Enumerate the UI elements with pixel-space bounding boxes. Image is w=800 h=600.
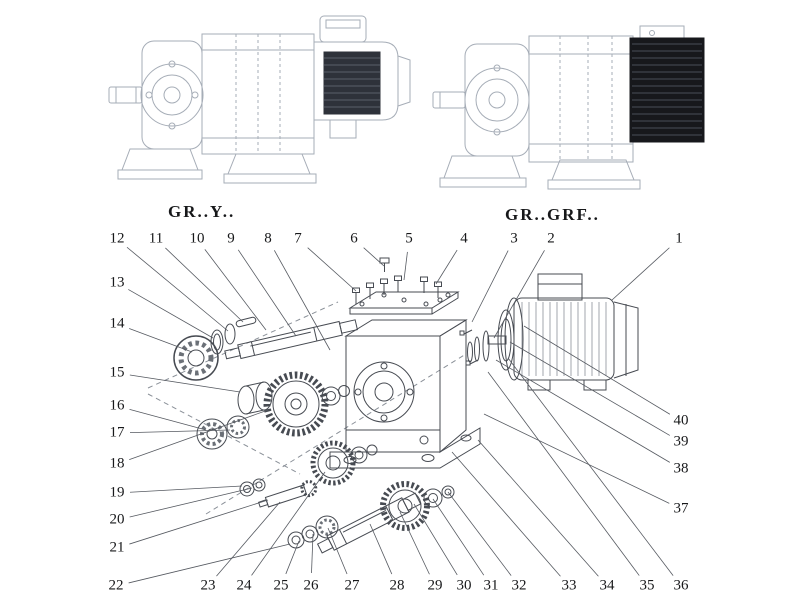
leader-line-9 (237, 249, 297, 337)
part-number-35: 35 (639, 577, 655, 594)
leader-line-32 (447, 491, 512, 576)
leader-line-1 (611, 247, 670, 301)
leader-line-12 (126, 246, 229, 332)
leader-line-17 (129, 429, 231, 434)
part-number-27: 27 (344, 577, 360, 594)
leader-line-31 (432, 498, 485, 576)
leader-line-35 (487, 371, 640, 576)
motor-assembly (459, 273, 639, 391)
part-number-17: 17 (109, 424, 125, 441)
part-number-1: 1 (675, 230, 683, 247)
part-number-37: 37 (673, 500, 689, 517)
leader-line-25 (285, 540, 300, 575)
leader-line-39 (509, 341, 670, 436)
leader-line-11 (165, 247, 244, 323)
part-number-15: 15 (109, 364, 125, 381)
leader-line-19 (129, 485, 243, 493)
part-number-12: 12 (109, 230, 125, 247)
leader-line-4 (435, 249, 458, 285)
part-number-20: 20 (109, 511, 125, 528)
part-number-6: 6 (350, 230, 358, 247)
part-number-33: 33 (561, 577, 577, 594)
leader-line-34 (477, 439, 599, 577)
leader-line-27 (327, 527, 348, 575)
cover-bolts (352, 257, 442, 304)
part-number-16: 16 (109, 397, 125, 414)
part-number-9: 9 (227, 230, 235, 247)
part-number-22: 22 (108, 577, 124, 594)
part-number-26: 26 (303, 577, 319, 594)
leader-line-18 (129, 409, 269, 460)
exploded-view-drawing (126, 246, 674, 584)
part-number-13: 13 (109, 274, 125, 291)
part-number-21: 21 (109, 539, 125, 556)
leader-line-26 (311, 533, 314, 574)
part-number-10: 10 (189, 230, 205, 247)
part-number-38: 38 (673, 460, 689, 477)
leader-line-28 (369, 523, 393, 575)
leader-line-15 (129, 374, 241, 393)
part-number-31: 31 (483, 577, 499, 594)
input-shaft-assembly (173, 316, 358, 415)
part-number-36: 36 (673, 577, 689, 594)
part-number-29: 29 (427, 577, 443, 594)
part-number-5: 5 (405, 230, 413, 247)
part-number-34: 34 (599, 577, 615, 594)
part-number-25: 25 (273, 577, 289, 594)
part-number-24: 24 (236, 577, 252, 594)
leader-line-10 (204, 249, 267, 331)
part-number-23: 23 (200, 577, 216, 594)
leader-line-40 (523, 325, 671, 415)
leader-line-22 (128, 543, 291, 584)
part-number-32: 32 (511, 577, 527, 594)
leader-line-29 (399, 511, 430, 575)
part-number-11: 11 (148, 230, 164, 247)
leader-line-6 (363, 247, 385, 267)
leader-line-33 (451, 451, 561, 577)
part-number-19: 19 (109, 484, 125, 501)
part-number-8: 8 (264, 230, 272, 247)
part-number-14: 14 (109, 315, 125, 332)
part-number-7: 7 (294, 230, 302, 247)
part-number-30: 30 (456, 577, 472, 594)
leader-line-2 (493, 250, 545, 339)
part-number-40: 40 (673, 412, 689, 429)
part-number-28: 28 (389, 577, 405, 594)
part-number-39: 39 (673, 433, 689, 450)
variant-label-gr-y: GR..Y.. (168, 202, 236, 221)
leader-line-30 (413, 503, 458, 576)
leader-line-13 (128, 289, 214, 339)
part-number-3: 3 (510, 230, 518, 247)
leader-line-14 (129, 328, 193, 353)
leader-line-38 (495, 359, 671, 463)
variant-label-gr-grf: GR..GRF.. (505, 205, 600, 224)
part-number-4: 4 (460, 230, 468, 247)
leader-line-23 (216, 501, 281, 577)
leader-line-24 (251, 471, 326, 576)
leader-line-8 (273, 250, 331, 351)
part-number-2: 2 (547, 230, 555, 247)
illustration-gr-grf (432, 25, 705, 190)
leader-line-3 (471, 250, 509, 323)
leader-line-16 (129, 408, 207, 431)
part-number-18: 18 (109, 455, 125, 472)
leader-line-7 (307, 247, 357, 292)
leader-line-20 (129, 487, 253, 518)
leader-line-21 (129, 499, 269, 545)
illustration-gr-y (108, 15, 411, 184)
leader-line-36 (507, 357, 674, 576)
leader-line-37 (483, 413, 670, 504)
intermediate-gear-set (196, 371, 378, 508)
gear-housing (329, 291, 481, 469)
leader-lines (126, 246, 674, 584)
leader-line-5 (403, 251, 408, 281)
